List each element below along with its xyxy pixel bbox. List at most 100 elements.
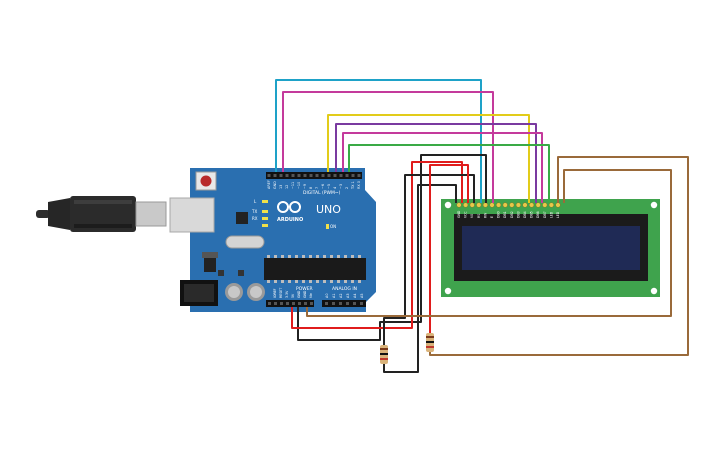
lcd-pin-pad[interactable] bbox=[456, 202, 462, 208]
analog-pin-label: A1 bbox=[332, 294, 336, 298]
tx-label: TX bbox=[251, 209, 257, 214]
digital-pin-hole[interactable] bbox=[339, 174, 343, 177]
resistor-1[interactable] bbox=[380, 345, 388, 364]
digital-pin-hole[interactable] bbox=[279, 174, 283, 177]
digital-pin-hole[interactable] bbox=[285, 174, 289, 177]
lcd-pin-pad[interactable] bbox=[496, 202, 502, 208]
digital-pin-label: ~5 bbox=[327, 184, 331, 189]
analog-pin-label: A4 bbox=[353, 294, 357, 298]
wire-yellow[interactable] bbox=[327, 114, 530, 203]
wire-red-1[interactable] bbox=[291, 161, 463, 329]
wire-green[interactable] bbox=[348, 144, 550, 203]
digital-pin-hole[interactable] bbox=[297, 174, 301, 177]
lcd-pin-pad[interactable] bbox=[522, 202, 528, 208]
lcd-pin-label: RS bbox=[477, 214, 481, 218]
digital-pin-hole[interactable] bbox=[291, 174, 295, 177]
wire-brown-1[interactable] bbox=[429, 156, 689, 356]
power-pin-hole[interactable] bbox=[274, 302, 277, 305]
analog-pin-hole[interactable] bbox=[346, 302, 349, 305]
analog-header[interactable] bbox=[322, 300, 366, 307]
wire-black-1[interactable] bbox=[297, 154, 487, 341]
power-pin-hole[interactable] bbox=[280, 302, 283, 305]
lcd-pin-label: DB6 bbox=[536, 211, 540, 218]
digital-pin-hole[interactable] bbox=[315, 174, 319, 177]
wire-black-3[interactable] bbox=[383, 174, 475, 345]
lcd-pin-pad[interactable] bbox=[502, 202, 508, 208]
lcd-pin-pad[interactable] bbox=[515, 202, 521, 208]
lcd-pin-pad[interactable] bbox=[542, 202, 548, 208]
digital-header[interactable] bbox=[266, 172, 362, 179]
analog-pin-hole[interactable] bbox=[339, 302, 342, 305]
lcd-pin-pad[interactable] bbox=[509, 202, 515, 208]
lcd-pin-label: DB2 bbox=[510, 211, 514, 218]
power-pin-hole[interactable] bbox=[268, 302, 271, 305]
lcd-pin-pad[interactable] bbox=[463, 202, 469, 208]
mount-hole bbox=[444, 201, 452, 209]
power-pin-label: GND bbox=[303, 290, 307, 298]
lcd-pin-pad[interactable] bbox=[476, 202, 482, 208]
lcd-pin-label: LED bbox=[549, 211, 553, 218]
lcd-pin-pad[interactable] bbox=[555, 202, 561, 208]
digital-pin-hole[interactable] bbox=[309, 174, 313, 177]
atmega-chip bbox=[264, 255, 366, 283]
digital-pin-hole[interactable] bbox=[333, 174, 337, 177]
power-pin-hole[interactable] bbox=[292, 302, 295, 305]
power-pin-hole[interactable] bbox=[298, 302, 301, 305]
lcd-pin-pad[interactable] bbox=[529, 202, 535, 208]
digital-pin-hole[interactable] bbox=[273, 174, 277, 177]
analog-pin-hole[interactable] bbox=[353, 302, 356, 305]
power-pin-hole[interactable] bbox=[310, 302, 313, 305]
digital-pin-hole[interactable] bbox=[303, 174, 307, 177]
analog-pin-label: A2 bbox=[339, 294, 343, 298]
lcd-pin-label: GND bbox=[457, 210, 461, 218]
wire-brown-2[interactable] bbox=[306, 169, 672, 317]
power-pin-label: Vin bbox=[309, 293, 313, 298]
analog-pin-hole[interactable] bbox=[325, 302, 328, 305]
lcd-pin-label: VCC bbox=[464, 211, 468, 218]
digital-pin-hole[interactable] bbox=[267, 174, 271, 177]
digital-pin-hole[interactable] bbox=[321, 174, 325, 177]
mount-hole bbox=[650, 201, 658, 209]
lcd-pin-pad[interactable] bbox=[482, 202, 488, 208]
wire-black-2[interactable] bbox=[383, 184, 457, 373]
analog-pin-label: A5 bbox=[360, 294, 364, 298]
wire-cyan[interactable] bbox=[275, 79, 482, 203]
lcd-pin-label: DB1 bbox=[503, 211, 507, 218]
reset-button[interactable] bbox=[195, 171, 217, 191]
digital-pin-hole[interactable] bbox=[357, 174, 361, 177]
digital-pin-hole[interactable] bbox=[351, 174, 355, 177]
wire-purple[interactable] bbox=[335, 123, 537, 203]
wire-magenta[interactable] bbox=[282, 91, 494, 203]
lcd-pin-pad[interactable] bbox=[469, 202, 475, 208]
power-header[interactable] bbox=[266, 300, 314, 307]
usb-cable[interactable] bbox=[36, 196, 167, 232]
lcd-pin-label: DB4 bbox=[523, 211, 527, 218]
wire-magenta-2[interactable] bbox=[342, 132, 543, 203]
l-label: L bbox=[254, 199, 257, 204]
resistor-2[interactable] bbox=[426, 333, 434, 352]
lcd-pin-pad[interactable] bbox=[535, 202, 541, 208]
power-pin-label: IOREF bbox=[273, 288, 277, 298]
lcd-pin-pad[interactable] bbox=[548, 202, 554, 208]
digital-label: DIGITAL (PWM~) bbox=[303, 190, 341, 196]
lcd-pin-pad[interactable] bbox=[489, 202, 495, 208]
power-pin-label: GND bbox=[297, 290, 301, 298]
digital-pin-label: ~6 bbox=[321, 184, 325, 189]
lcd-pin-label: RW bbox=[483, 212, 487, 218]
digital-pin-label: ~3 bbox=[339, 184, 343, 189]
analog-pin-hole[interactable] bbox=[360, 302, 363, 305]
analog-pin-hole[interactable] bbox=[332, 302, 335, 305]
arduino-brand: ARDUINO bbox=[277, 217, 303, 223]
digital-pin-hole[interactable] bbox=[345, 174, 349, 177]
lcd-pin-label: DB3 bbox=[516, 211, 520, 218]
wire-red-2[interactable] bbox=[429, 164, 469, 335]
power-pin-label: RESET bbox=[279, 288, 283, 298]
power-pin-hole[interactable] bbox=[304, 302, 307, 305]
lcd-screen bbox=[462, 226, 640, 270]
digital-pin-hole[interactable] bbox=[327, 174, 331, 177]
power-pin-hole[interactable] bbox=[286, 302, 289, 305]
